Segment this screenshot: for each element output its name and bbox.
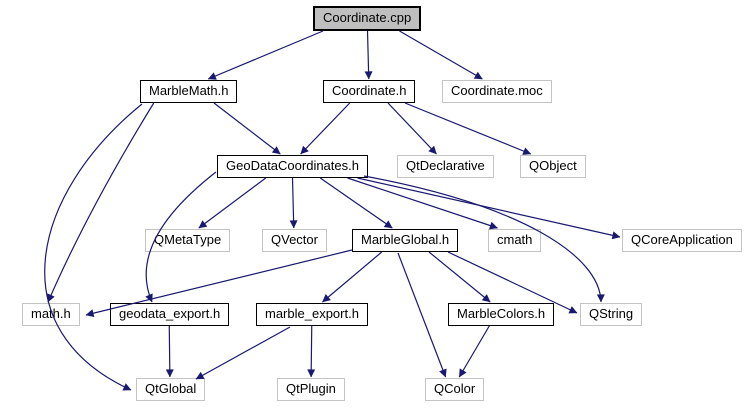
node-coordinate-h[interactable]: Coordinate.h [323,80,416,103]
node-marbleglobal-h[interactable]: MarbleGlobal.h [352,229,459,252]
node-qtdeclarative: QtDeclarative [397,155,494,178]
node-qstring: QString [580,303,643,326]
node-math-h: math.h [22,303,80,326]
edge-coordinate-cpp-to-coordinate-h [364,30,373,80]
edge-marblemath-h-to-math-h [47,102,155,303]
node-coordinate-moc: Coordinate.moc [442,80,552,103]
edge-geodatacoordinates-h-to-qmetatype [198,177,267,229]
node-cmath: cmath [488,229,542,252]
node-marble-export-h[interactable]: marble_export.h [256,303,368,326]
edge-coordinate-h-to-qtdeclarative [387,102,437,155]
edge-geodatacoordinates-h-to-cmath [347,177,498,230]
edge-marblemath-h-to-geodatacoordinates-h [213,102,281,155]
node-geodatacoordinates-h[interactable]: GeoDataCoordinates.h [217,155,368,178]
node-marblecolors-h[interactable]: MarbleColors.h [448,303,555,326]
edge-marblecolors-h-to-qcolor [458,325,490,378]
node-qmetatype: QMetaType [145,229,231,252]
node-coordinate-cpp: Coordinate.cpp [313,6,422,31]
edge-coordinate-h-to-geodatacoordinates-h [300,102,351,155]
edge-coordinate-cpp-to-coordinate-moc [399,30,483,80]
edge-marble-export-h-to-qtplugin [307,325,316,378]
edge-marble-export-h-to-qtglobal [195,326,291,380]
node-qtplugin: QtPlugin [277,378,345,401]
edge-marblemath-h-to-qtglobal [44,103,143,391]
edge-marbleglobal-h-to-marblecolors-h [428,251,491,303]
node-qcoreapplication: QCoreApplication [622,229,742,252]
edge-geodatacoordinates-h-to-qvector [289,177,298,229]
node-qobject: QObject [520,155,586,178]
edge-marbleglobal-h-to-marble-export-h [322,251,383,303]
edge-marbleglobal-h-to-qcolor [397,252,447,378]
node-qtglobal: QtGlobal [136,378,206,401]
edge-geodatacoordinates-h-to-marbleglobal-h [319,177,393,229]
node-qcolor: QColor [425,378,485,401]
node-marblemath-h[interactable]: MarbleMath.h [140,80,238,103]
edge-coordinate-h-to-qobject [404,102,532,155]
node-qvector: QVector [262,229,327,252]
node-geodata-export-h[interactable]: geodata_export.h [110,303,230,326]
edge-geodata-export-h-to-qtglobal [165,325,174,378]
edge-coordinate-cpp-to-marblemath-h [207,30,324,80]
